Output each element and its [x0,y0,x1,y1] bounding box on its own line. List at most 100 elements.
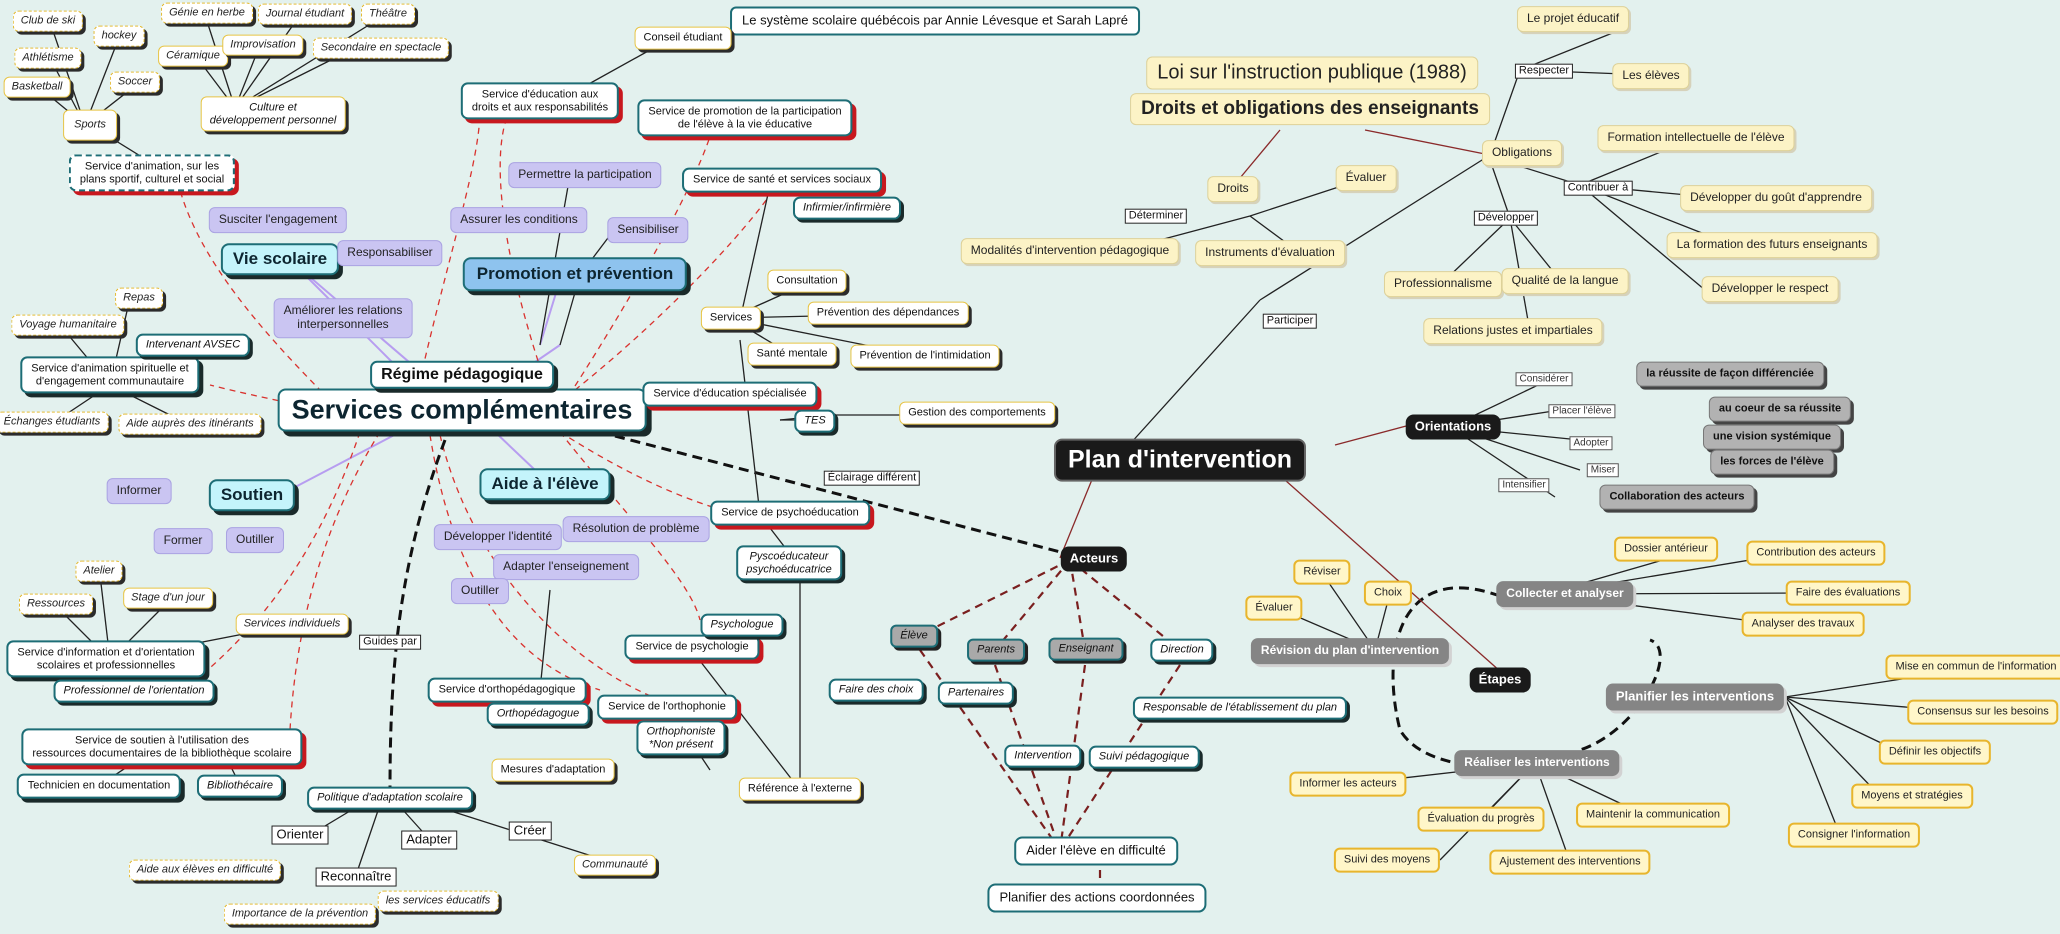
service-animation-spirituelle[interactable]: Service d'animation spirituelle et d'eng… [20,356,200,394]
revision-item[interactable]: Choix [1363,580,1413,606]
regime-pedagogique[interactable]: Régime pédagogique [370,360,554,390]
developper-item[interactable]: Professionnalisme [1383,271,1503,297]
obligations-node[interactable]: Obligations [1481,140,1563,166]
orientations-node[interactable]: Orientations [1405,414,1501,440]
acteur-eleve[interactable]: Élève [890,624,938,648]
acteur-sub[interactable]: Partenaires [937,681,1015,705]
service-animation-sportif[interactable]: Service d'animation, sur les plans sport… [68,154,236,192]
service-orthopedagogique[interactable]: Service d'orthopédagogique [427,677,587,703]
professionnel-orientation[interactable]: Professionnel de l'orientation [53,679,215,703]
etapes-node[interactable]: Étapes [1469,667,1531,693]
orientation-item[interactable]: la réussite de façon différenciée [1636,361,1824,387]
service-education-specialisee[interactable]: Service d'éducation spécialisée [642,381,818,407]
orientation-item[interactable]: au coeur de sa réussite [1708,396,1852,422]
technicien-documentation[interactable]: Technicien en documentation [16,773,182,799]
aide-item[interactable]: Développer l'identité [433,524,563,550]
promotion-item[interactable]: Permettre la participation [508,162,662,188]
realiser-item[interactable]: Évaluation du progrès [1417,806,1545,832]
psychologue[interactable]: Psychologue [700,613,784,637]
realiser-item[interactable]: Ajustement des interventions [1489,849,1651,875]
culture-item[interactable]: Journal étudiant [257,3,353,25]
vie-scolaire-category[interactable]: Vie scolaire [220,243,340,275]
contribuer-item[interactable]: La formation des futurs enseignants [1666,232,1878,258]
sante-item[interactable]: Santé mentale [747,342,837,366]
revision-plan[interactable]: Révision du plan d'intervention [1250,638,1450,664]
culture-item[interactable]: Improvisation [222,34,304,56]
infirmier[interactable]: Infirmier/infirmière [792,196,902,220]
promotion-item[interactable]: Sensibiliser [607,217,689,243]
contribuer-item[interactable]: Développer le respect [1701,276,1839,302]
tes[interactable]: TES [794,409,836,433]
soutien-category[interactable]: Soutien [208,479,296,511]
orientation-item[interactable]: Ressources [18,593,94,615]
bibliothecaire[interactable]: Bibliothécaire [196,774,284,798]
culture-item[interactable]: Théâtre [361,3,415,25]
planifier-actions-coordonnees[interactable]: Planifier des actions coordonnées [987,883,1207,913]
acteur-sub[interactable]: Faire des choix [828,678,924,702]
aide-item[interactable]: Adapter l'enseignement [493,554,639,580]
sante-item[interactable]: Consultation [767,269,847,293]
culture-item[interactable]: Club de ski [12,10,84,32]
contribuer-item[interactable]: Formation intellectuelle de l'élève [1597,125,1795,151]
culture-item[interactable]: Secondaire en spectacle [312,37,450,59]
loi-instruction-publique[interactable]: Loi sur l'instruction publique (1988) [1146,56,1478,90]
realiser-item[interactable]: Maintenir la communication [1576,802,1730,828]
politique-item[interactable]: Importance de la prévention [223,903,377,925]
vie-scolaire-item[interactable]: Susciter l'engagement [208,207,348,233]
promotion-prevention-category[interactable]: Promotion et prévention [462,257,688,291]
services-node[interactable]: Services [700,306,762,330]
collecter-item[interactable]: Contribution des acteurs [1746,540,1886,566]
aide-item[interactable]: Résolution de problème [562,516,710,542]
sante-item[interactable]: Prévention des dépendances [807,301,969,325]
planifier-interventions[interactable]: Planifier les interventions [1605,683,1785,711]
sante-item[interactable]: Prévention de l'intimidation [850,344,1000,368]
spirituelle-item[interactable]: Voyage humanitaire [11,314,125,336]
contribuer-item[interactable]: Développer du goût d'apprendre [1680,185,1872,211]
conseil-etudiant[interactable]: Conseil étudiant [634,26,732,50]
acteur-direction[interactable]: Direction [1150,638,1214,662]
service-orientation[interactable]: Service d'information et d'orientation s… [6,640,206,678]
service-psychoeducation[interactable]: Service de psychoéducation [710,500,870,526]
aide-item[interactable]: Outiller [450,578,510,604]
culture-item[interactable]: Athlétisme [14,47,82,69]
culture-item[interactable]: hockey [93,25,145,47]
planifier-item[interactable]: Mise en commun de l'information [1885,654,2060,680]
realiser-item[interactable]: Informer les acteurs [1289,771,1407,797]
developper-item[interactable]: Qualité de la langue [1501,268,1629,294]
revision-item[interactable]: Réviser [1293,559,1351,585]
promotion-item[interactable]: Assurer les conditions [450,207,588,233]
spirituelle-item[interactable]: Repas [115,287,163,309]
politique-item[interactable]: les services éducatifs [377,890,499,912]
vie-scolaire-item[interactable]: Améliorer les relations interpersonnelle… [273,298,413,338]
planifier-item[interactable]: Consensus sur les besoins [1907,699,2059,725]
politique-item[interactable]: Aide aux élèves en difficulté [128,859,282,881]
aider-eleve-difficulte[interactable]: Aider l'élève en difficulté [1014,836,1178,866]
acteur-sub[interactable]: Suivi pédagogique [1088,745,1200,769]
collecter-item[interactable]: Dossier antérieur [1614,536,1718,562]
acteur-enseignant[interactable]: Enseignant [1048,637,1124,661]
respecter-item[interactable]: Le projet éducatif [1516,6,1630,32]
intervenant-avsec[interactable]: Intervenant AVSEC [135,333,251,357]
orientation-item[interactable]: Services individuels [235,613,349,635]
developper-item[interactable]: Relations justes et impartiales [1423,318,1603,344]
spirituelle-item[interactable]: Aide auprès des itinérants [118,413,262,435]
orientation-item[interactable]: Collaboration des acteurs [1599,484,1755,510]
soutien-item[interactable]: Outiller [225,527,285,553]
droits-node[interactable]: Droits [1207,176,1259,202]
droits-obligations[interactable]: Droits et obligations des enseignants [1130,93,1490,125]
mesures-adaptation[interactable]: Mesures d'adaptation [491,758,615,782]
vie-scolaire-item[interactable]: Responsabiliser [337,240,443,266]
culture-item[interactable]: Soccer [109,71,161,93]
planifier-item[interactable]: Définir les objectifs [1878,739,1992,765]
acteur-sub[interactable]: Responsable de l'établissement du plan [1132,696,1348,720]
droits-item[interactable]: Évaluer [1335,165,1397,191]
politique-item[interactable]: Communauté [573,854,657,876]
realiser-item[interactable]: Suivi des moyens [1333,847,1441,873]
acteurs-node[interactable]: Acteurs [1060,546,1128,572]
planifier-item[interactable]: Moyens et stratégies [1851,783,1973,809]
service-psychologie[interactable]: Service de psychologie [624,634,760,660]
planifier-item[interactable]: Consigner l'information [1787,822,1921,848]
soutien-item[interactable]: Informer [106,478,172,504]
collecter-analyser[interactable]: Collecter et analyser [1496,581,1634,607]
culture-item[interactable]: Basketball [3,76,71,98]
